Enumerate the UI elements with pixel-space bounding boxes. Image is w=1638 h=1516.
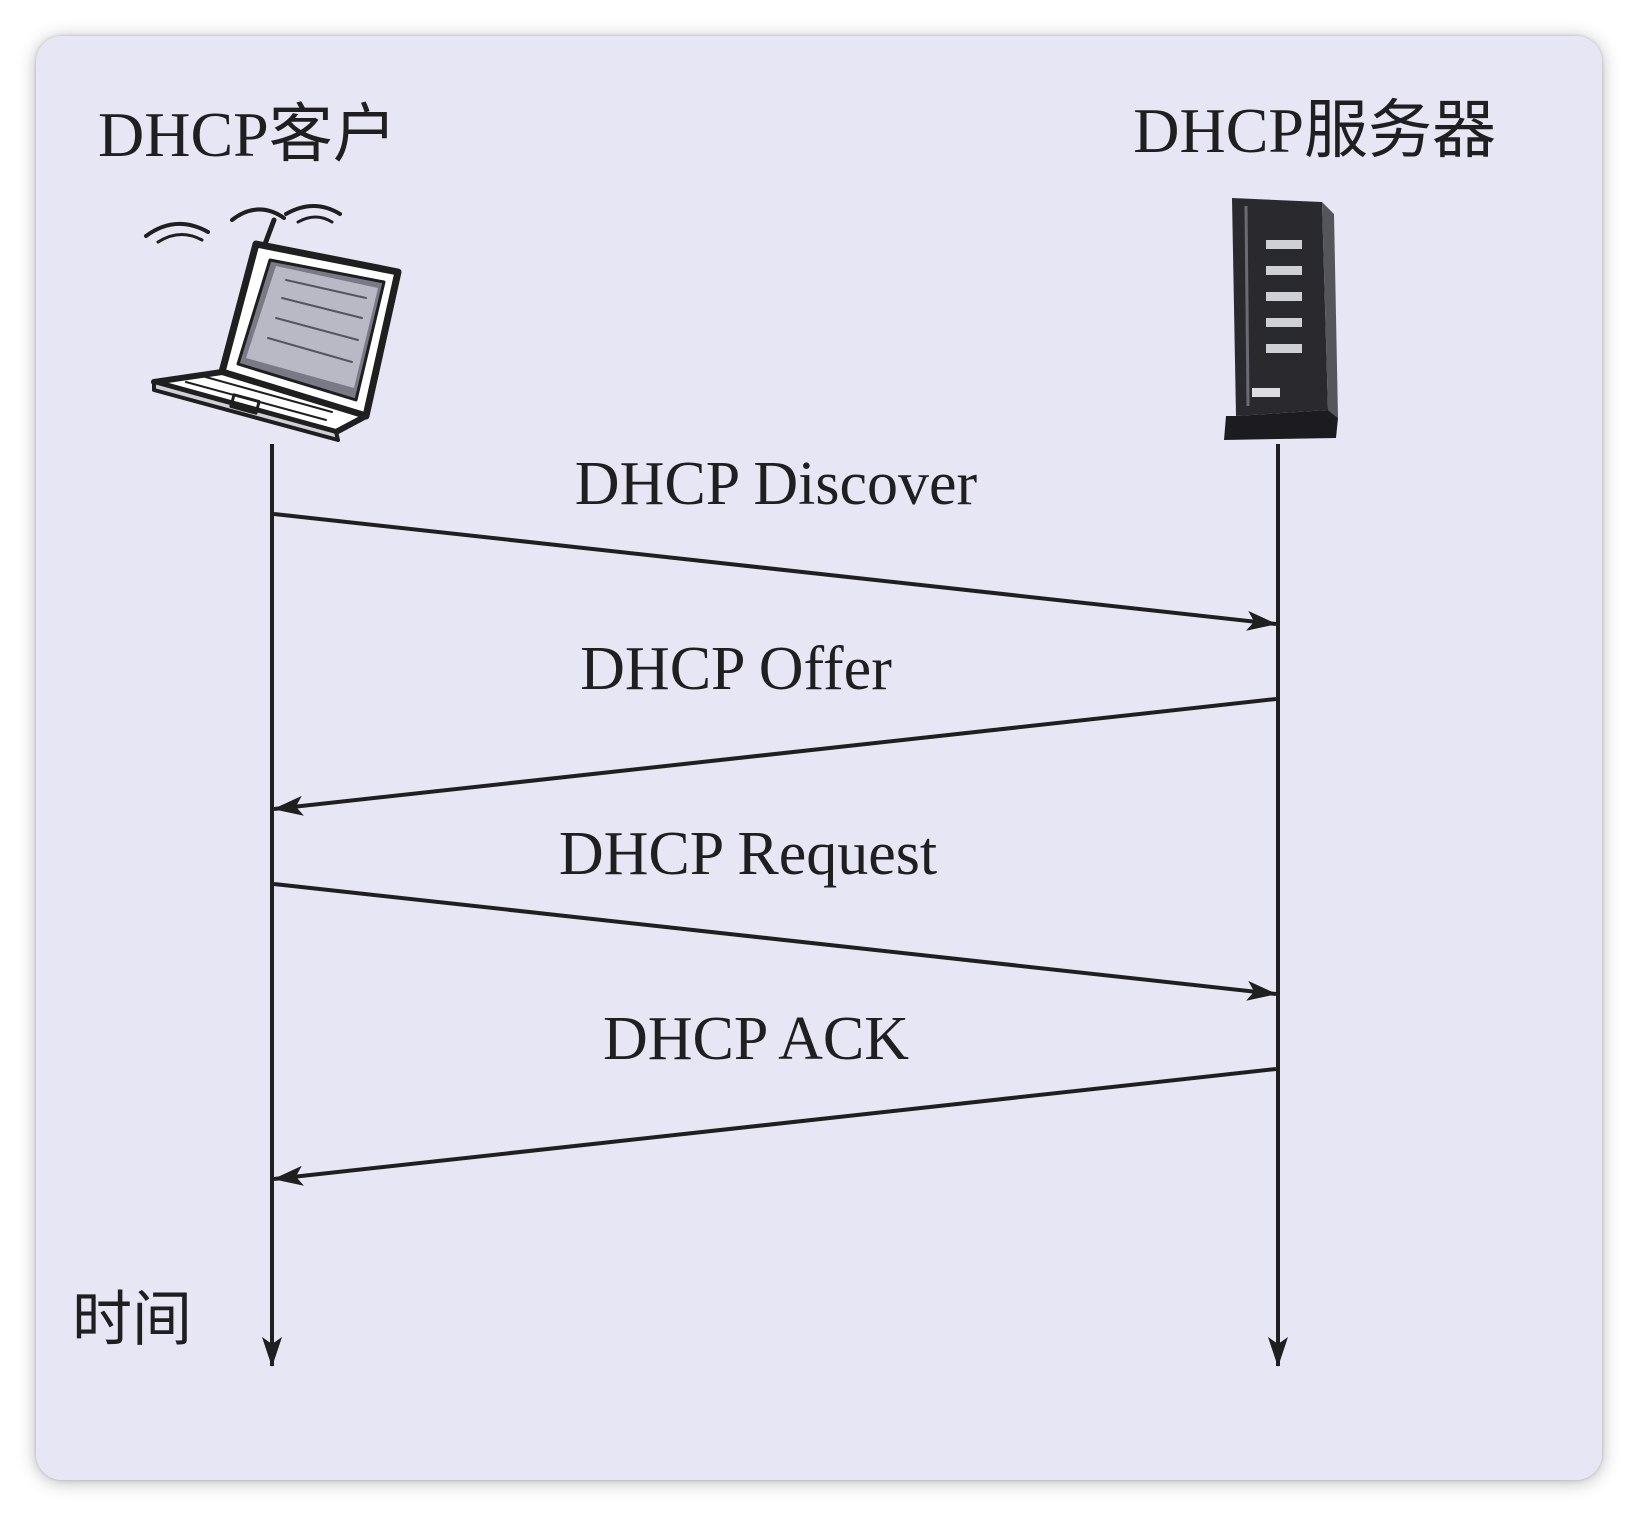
message-label-4: DHCP ACK (603, 1005, 909, 1073)
server-label: DHCP服务器 (1133, 95, 1496, 166)
message-arrow-4 (273, 1067, 1277, 1186)
message-label-3: DHCP Request (559, 820, 937, 888)
message-label-2: DHCP Offer (580, 635, 892, 703)
diagram-frame: DHCP客户 DHCP服务器 (36, 36, 1602, 1480)
dhcp-sequence-diagram: DHCP客户 DHCP服务器 (36, 36, 1602, 1480)
time-axis-label: 时间 (72, 1287, 192, 1353)
client-label: DHCP客户 (98, 99, 397, 170)
message-label-1: DHCP Discover (575, 450, 978, 518)
message-arrow-3 (273, 882, 1277, 1001)
message-arrow-1 (273, 512, 1277, 631)
server-tower-icon (1224, 198, 1338, 440)
message-arrow-2 (273, 697, 1277, 816)
laptop-icon (144, 204, 402, 442)
